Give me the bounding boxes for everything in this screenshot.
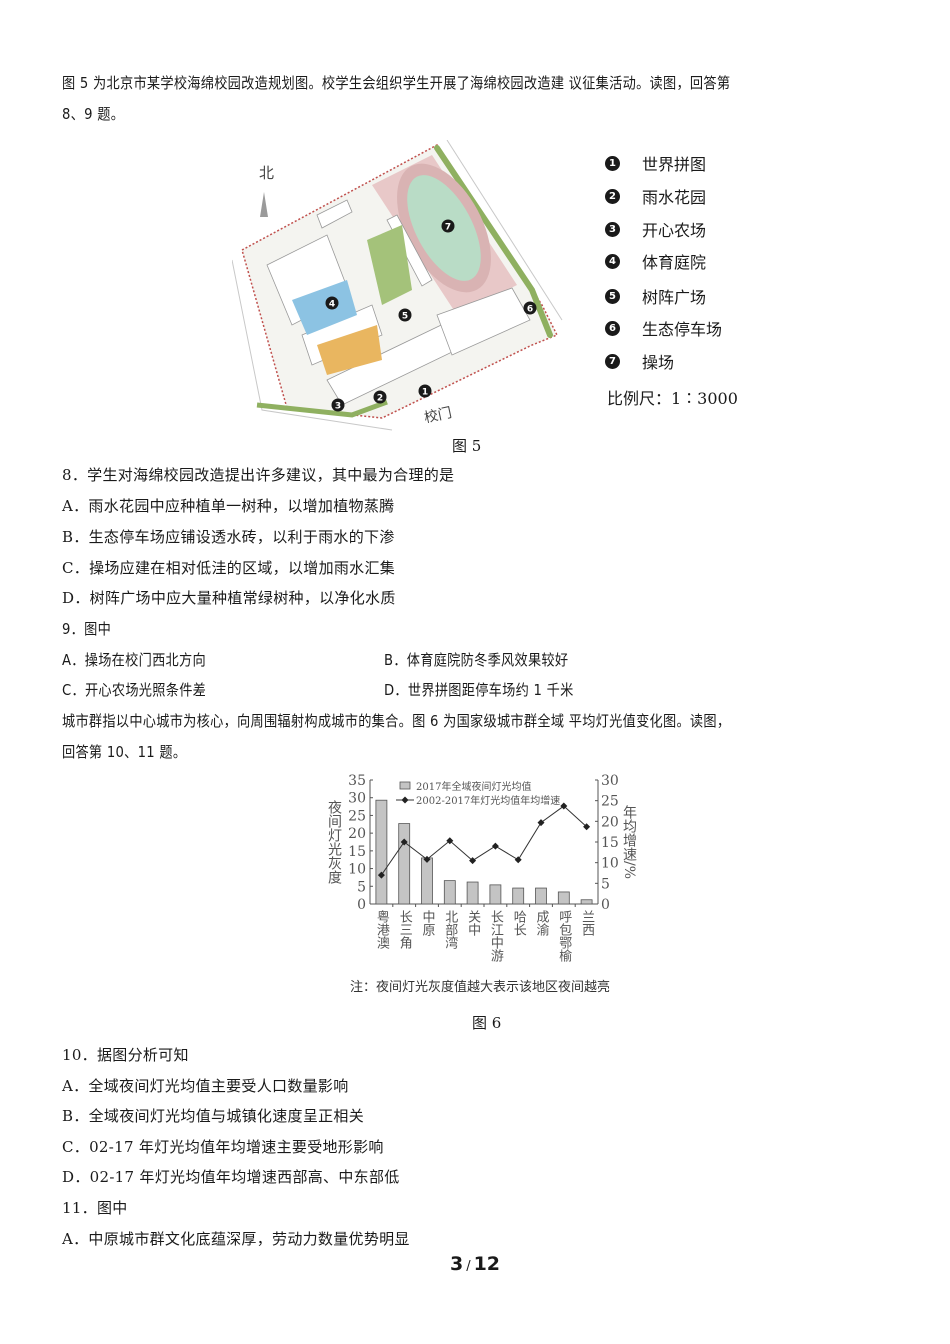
intro-text-line-2: 8、9 题。 [62, 105, 125, 123]
number-badge-icon: 2 [605, 188, 620, 204]
total-pages: 12 [473, 1253, 501, 1275]
svg-text:10: 10 [601, 856, 619, 872]
q10-stem: 10．据图分析可知 [62, 1046, 189, 1064]
intro2-text-line-1: 城市群指以中心城市为核心，向周围辐射构成城市的集合。图 6 为国家级城市群全域 … [62, 712, 731, 730]
intro2-text-line-2: 回答第 10、11 题。 [62, 743, 187, 761]
legend-item: 4 体育庭院 [605, 249, 706, 273]
campus-map: 北 1 2 3 4 5 6 7 校门 [232, 140, 563, 431]
q10-option-b: B．全域夜间灯光均值与城镇化速度呈正相关 [62, 1107, 365, 1125]
svg-text:呼包鄂榆: 呼包鄂榆 [556, 910, 572, 962]
svg-text:5: 5 [402, 312, 408, 322]
q9-stem: 9．图中 [62, 620, 112, 638]
svg-text:25: 25 [348, 808, 366, 824]
legend-label: 生态停车场 [642, 320, 723, 339]
marker-1 [418, 384, 432, 398]
q10-option-a: A．全域夜间灯光均值主要受人口数量影响 [62, 1077, 349, 1095]
legend-item: 1 世界拼图 [605, 151, 706, 175]
marker-5 [398, 308, 412, 322]
svg-text:哈长: 哈长 [511, 910, 527, 936]
marker-6 [523, 301, 537, 315]
svg-text:10: 10 [348, 862, 366, 878]
q8-option-d: D．树阵广场中应大量种植常绿树种，以净化水质 [62, 589, 396, 607]
marker-2 [373, 390, 387, 404]
svg-text:7: 7 [445, 223, 451, 233]
q10-option-d: D．02-17 年灯光均值年均增速西部高、中东部低 [62, 1168, 400, 1186]
svg-text:3: 3 [335, 402, 341, 412]
svg-text:4: 4 [329, 300, 335, 310]
number-badge-icon: 3 [605, 221, 620, 237]
svg-text:2002-2017年灯光均值年均增速: 2002-2017年灯光均值年均增速 [416, 794, 560, 807]
svg-text:长江中游: 长江中游 [488, 910, 504, 962]
legend-item: 2 雨水花园 [605, 184, 706, 208]
svg-text:6: 6 [527, 305, 533, 315]
legend-item: 5 树阵广场 [605, 284, 706, 308]
svg-text:注：夜间灯光灰度值越大表示该地区夜间越亮: 注：夜间灯光灰度值越大表示该地区夜间越亮 [350, 979, 610, 995]
svg-text:2: 2 [377, 394, 383, 404]
q8-option-a: A．雨水花园中应种植单一树种，以增加植物蒸腾 [62, 497, 395, 515]
svg-text:15: 15 [348, 844, 366, 860]
svg-text:0: 0 [357, 897, 366, 913]
svg-text:0: 0 [601, 897, 610, 913]
svg-text:35: 35 [348, 773, 366, 789]
legend-item: 6 生态停车场 [605, 316, 722, 340]
legend-item: 7 操场 [605, 349, 674, 373]
marker-7 [441, 219, 455, 233]
legend-label: 树阵广场 [642, 288, 707, 307]
legend-label: 开心农场 [642, 221, 707, 240]
scale-label: 比例尺：1∶3000 [607, 389, 738, 408]
legend-label: 世界拼图 [642, 155, 707, 174]
night-light-chart: 05101520253035051015202530夜间灯光灰度年均增速/%20… [326, 773, 637, 995]
figure5-caption: 图 5 [452, 437, 482, 455]
current-page: 3 [449, 1253, 464, 1275]
svg-text:20: 20 [601, 814, 619, 830]
svg-text:北部湾: 北部湾 [442, 910, 458, 949]
svg-text:25: 25 [601, 794, 619, 810]
svg-text:成渝: 成渝 [534, 910, 550, 936]
q8-option-c: C．操场应建在相对低洼的区域，以增加雨水汇集 [62, 559, 396, 577]
q11-stem: 11．图中 [62, 1199, 128, 1217]
svg-text:2017年全域夜间灯光均值: 2017年全域夜间灯光均值 [416, 780, 531, 793]
svg-text:20: 20 [348, 826, 366, 842]
svg-text:兰西: 兰西 [579, 910, 595, 936]
number-badge-icon: 4 [605, 253, 620, 269]
svg-text:5: 5 [357, 879, 366, 895]
svg-text:5: 5 [601, 876, 610, 892]
number-badge-icon: 1 [605, 155, 620, 171]
svg-text:长三角: 长三角 [397, 910, 413, 950]
svg-text:关中: 关中 [465, 910, 481, 936]
figure6-caption: 图 6 [472, 1014, 502, 1032]
svg-text:中原: 中原 [420, 910, 436, 936]
svg-text:30: 30 [348, 791, 366, 807]
q9-option-d: D．世界拼图距停车场约 1 千米 [384, 681, 574, 699]
q9-option-b: B．体育庭院防冬季风效果较好 [384, 651, 569, 669]
q11-option-a: A．中原城市群文化底蕴深厚，劳动力数量优势明显 [62, 1230, 410, 1248]
q9-option-a: A．操场在校门西北方向 [62, 651, 206, 669]
number-badge-icon: 5 [605, 288, 620, 304]
legend-label: 雨水花园 [642, 188, 707, 207]
svg-text:15: 15 [601, 835, 619, 851]
number-badge-icon: 7 [605, 353, 620, 369]
svg-text:粤港澳: 粤港澳 [374, 909, 390, 949]
number-badge-icon: 6 [605, 320, 620, 336]
north-label: 北 [259, 164, 274, 182]
svg-text:30: 30 [601, 773, 619, 789]
legend-item: 3 开心农场 [605, 217, 706, 241]
legend-label: 操场 [642, 353, 675, 372]
legend-label: 体育庭院 [642, 253, 707, 272]
svg-text:1: 1 [422, 388, 428, 398]
page-separator: / [466, 1259, 471, 1274]
q10-option-c: C．02-17 年灯光均值年均增速主要受地形影响 [62, 1138, 384, 1156]
q8-stem: 8．学生对海绵校园改造提出许多建议，其中最为合理的是 [62, 466, 455, 484]
q8-option-b: B．生态停车场应铺设透水砖，以利于雨水的下渗 [62, 528, 395, 546]
q9-option-c: C．开心农场光照条件差 [62, 681, 207, 699]
page-number: 3/12 [0, 1253, 950, 1275]
gate-label: 校门 [423, 404, 454, 426]
svg-text:年均增速/%: 年均增速/% [621, 805, 637, 879]
intro-text-line-1: 图 5 为北京市某学校海绵校园改造规划图。校学生会组织学生开展了海绵校园改造建 … [62, 74, 731, 92]
marker-3 [331, 398, 345, 412]
svg-text:夜间灯光灰度: 夜间灯光灰度 [326, 800, 342, 884]
marker-4 [325, 296, 339, 310]
north-arrow-icon [260, 192, 268, 217]
